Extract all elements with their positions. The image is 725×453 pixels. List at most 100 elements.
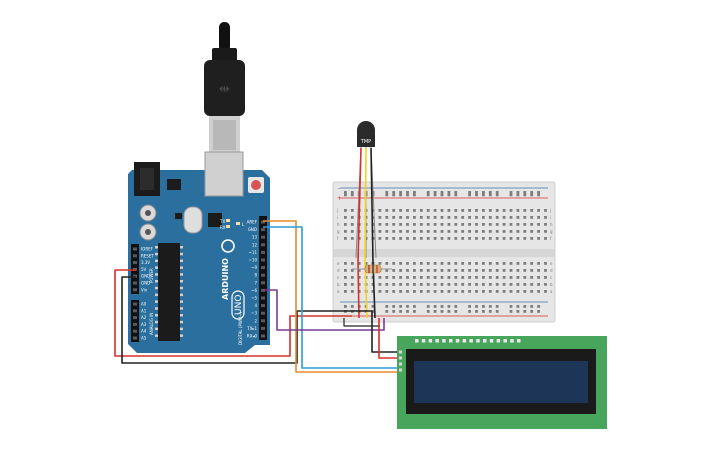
breadboard-hole[interactable] bbox=[378, 262, 382, 265]
breadboard-hole[interactable] bbox=[544, 290, 547, 293]
breadboard-hole[interactable] bbox=[475, 305, 478, 308]
breadboard-hole[interactable] bbox=[523, 191, 527, 194]
breadboard-hole[interactable] bbox=[433, 276, 437, 279]
breadboard-hole[interactable] bbox=[447, 191, 451, 194]
breadboard-hole[interactable] bbox=[378, 230, 382, 233]
breadboard-hole[interactable] bbox=[433, 216, 437, 219]
breadboard-hole[interactable] bbox=[447, 305, 451, 308]
breadboard-hole[interactable] bbox=[399, 230, 402, 233]
breadboard-hole[interactable] bbox=[447, 276, 451, 279]
breadboard-hole[interactable] bbox=[502, 283, 506, 286]
header-pin[interactable] bbox=[261, 235, 265, 239]
breadboard-hole[interactable] bbox=[544, 262, 547, 265]
wire-5v-to-rail[interactable] bbox=[114, 269, 352, 357]
breadboard-hole[interactable] bbox=[357, 269, 361, 272]
breadboard-hole[interactable] bbox=[344, 216, 347, 219]
breadboard-hole[interactable] bbox=[447, 230, 451, 233]
breadboard-hole[interactable] bbox=[406, 276, 409, 279]
breadboard-hole[interactable] bbox=[509, 230, 513, 233]
header-pin[interactable] bbox=[133, 261, 137, 265]
breadboard-hole[interactable] bbox=[488, 223, 492, 226]
breadboard-hole[interactable] bbox=[530, 262, 534, 265]
breadboard-hole[interactable] bbox=[475, 276, 478, 279]
breadboard-hole[interactable] bbox=[440, 191, 444, 194]
breadboard-hole[interactable] bbox=[509, 269, 513, 272]
breadboard-hole[interactable] bbox=[488, 230, 492, 233]
breadboard-hole[interactable] bbox=[433, 283, 437, 286]
breadboard-hole[interactable] bbox=[399, 191, 402, 194]
breadboard-hole[interactable] bbox=[468, 216, 471, 219]
breadboard-hole[interactable] bbox=[530, 216, 534, 219]
breadboard-hole[interactable] bbox=[461, 262, 465, 265]
breadboard-hole[interactable] bbox=[413, 223, 416, 226]
breadboard-hole[interactable] bbox=[440, 237, 444, 240]
breadboard-hole[interactable] bbox=[502, 237, 506, 240]
breadboard-hole[interactable] bbox=[482, 276, 485, 279]
breadboard-hole[interactable] bbox=[419, 209, 423, 212]
breadboard-hole[interactable] bbox=[350, 283, 354, 286]
breadboard-hole[interactable] bbox=[454, 283, 458, 286]
analog-header-pins[interactable] bbox=[133, 302, 137, 340]
breadboard-hole[interactable] bbox=[385, 216, 389, 219]
breadboard-hole[interactable] bbox=[399, 310, 402, 313]
header-pin[interactable] bbox=[133, 254, 137, 258]
breadboard-hole[interactable] bbox=[406, 223, 409, 226]
breadboard-hole[interactable] bbox=[495, 305, 499, 308]
breadboard-hole[interactable] bbox=[482, 237, 485, 240]
wire-sensor-vcc[interactable] bbox=[357, 147, 362, 319]
breadboard-hole[interactable] bbox=[392, 262, 396, 265]
breadboard-hole[interactable] bbox=[392, 191, 396, 194]
breadboard-hole[interactable] bbox=[509, 223, 513, 226]
header-pin[interactable] bbox=[133, 329, 137, 333]
breadboard-hole[interactable] bbox=[509, 216, 513, 219]
breadboard-hole[interactable] bbox=[523, 283, 527, 286]
breadboard-hole[interactable] bbox=[392, 230, 396, 233]
lcd-pin[interactable] bbox=[399, 362, 402, 366]
breadboard-hole[interactable] bbox=[399, 237, 402, 240]
breadboard-hole[interactable] bbox=[406, 283, 409, 286]
breadboard-hole[interactable] bbox=[419, 262, 423, 265]
breadboard-hole[interactable] bbox=[392, 193, 396, 197]
breadboard-hole[interactable] bbox=[385, 276, 389, 279]
breadboard-hole[interactable] bbox=[495, 193, 499, 197]
breadboard-hole[interactable] bbox=[509, 191, 513, 194]
breadboard-hole[interactable] bbox=[516, 310, 520, 313]
breadboard-hole[interactable] bbox=[488, 209, 492, 212]
breadboard-hole[interactable] bbox=[482, 310, 485, 313]
header-pin[interactable] bbox=[261, 334, 265, 338]
breadboard-hole[interactable] bbox=[371, 310, 375, 313]
breadboard-hole[interactable] bbox=[419, 269, 423, 272]
breadboard-hole[interactable] bbox=[475, 262, 478, 265]
breadboard-hole[interactable] bbox=[378, 223, 382, 226]
breadboard-hole[interactable] bbox=[509, 276, 513, 279]
breadboard-hole[interactable] bbox=[482, 223, 485, 226]
breadboard-hole[interactable] bbox=[350, 305, 354, 308]
breadboard-hole[interactable] bbox=[433, 290, 437, 293]
breadboard-hole[interactable] bbox=[523, 230, 527, 233]
breadboard-hole[interactable] bbox=[523, 305, 527, 308]
breadboard-hole[interactable] bbox=[406, 230, 409, 233]
breadboard-hole[interactable] bbox=[482, 209, 485, 212]
breadboard-hole[interactable] bbox=[516, 209, 520, 212]
breadboard-hole[interactable] bbox=[475, 191, 478, 194]
breadboard-hole[interactable] bbox=[440, 230, 444, 233]
breadboard-hole[interactable] bbox=[502, 276, 506, 279]
breadboard-hole[interactable] bbox=[385, 237, 389, 240]
breadboard-hole[interactable] bbox=[344, 237, 347, 240]
breadboard-hole[interactable] bbox=[392, 276, 396, 279]
arduino-uno-board[interactable]: TX RX L ARDUINO UNO POWER ANALOG IN DIGI… bbox=[128, 151, 270, 353]
breadboard-hole[interactable] bbox=[378, 237, 382, 240]
breadboard-hole[interactable] bbox=[350, 216, 354, 219]
breadboard-hole[interactable] bbox=[406, 191, 409, 194]
breadboard-hole[interactable] bbox=[544, 230, 547, 233]
breadboard-hole[interactable] bbox=[447, 237, 451, 240]
breadboard-hole[interactable] bbox=[523, 290, 527, 293]
breadboard-hole[interactable] bbox=[461, 283, 465, 286]
breadboard-hole[interactable] bbox=[344, 262, 347, 265]
breadboard-hole[interactable] bbox=[468, 230, 471, 233]
breadboard-hole[interactable] bbox=[440, 305, 444, 308]
header-pin[interactable] bbox=[261, 228, 265, 232]
breadboard-hole[interactable] bbox=[454, 193, 458, 197]
breadboard-hole[interactable] bbox=[344, 191, 347, 194]
breadboard-hole[interactable] bbox=[523, 262, 527, 265]
